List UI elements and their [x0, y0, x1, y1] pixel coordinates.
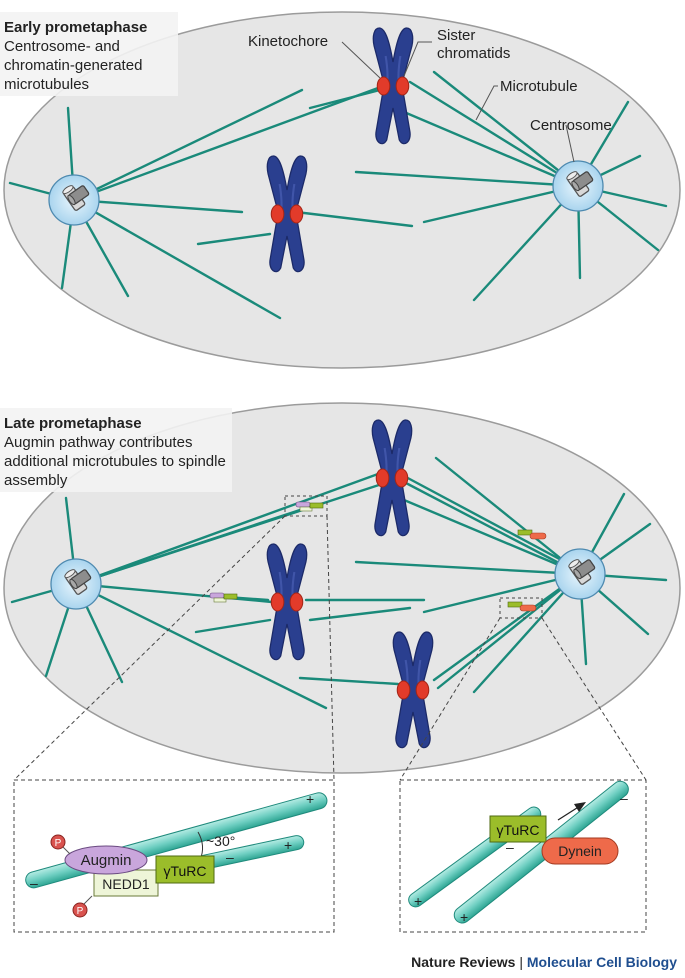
microtubule [308, 88, 382, 110]
gturc-box-right [489, 815, 547, 843]
dynein-branch-mini [507, 601, 537, 612]
dynein-branch-mini [517, 529, 547, 540]
microtubule [294, 210, 414, 228]
microtubule [308, 606, 412, 622]
centrosome-left-late [50, 558, 102, 610]
late-caption-backdrop [0, 408, 232, 492]
angle-label: ~30° [206, 833, 235, 849]
movement-arrow [557, 805, 581, 821]
inset-augmin: ~30° NEDD1 γTuRC Augmin P P + – + – [13, 779, 335, 933]
journal-separator: | [519, 954, 523, 970]
microtubule [422, 572, 582, 614]
microtubule [74, 482, 384, 586]
phospho-top [50, 834, 66, 850]
microtubule [298, 676, 400, 686]
early-prometaphase-panel: Kinetochore Sister chromatids Microtubul… [0, 11, 681, 369]
journal-name: Nature Reviews [411, 954, 516, 970]
early-caption: Early prometaphase Centrosome- and chrom… [4, 18, 264, 94]
microtubule [74, 582, 328, 710]
centrosome-label: Centrosome [530, 117, 612, 134]
microtubule [402, 110, 580, 188]
microtubule [432, 70, 580, 188]
microtubule [436, 572, 582, 690]
subjournal-name: Molecular Cell Biology [526, 954, 677, 970]
microtubule [434, 456, 582, 576]
inset-dynein: γTuRC Dynein + + – – [399, 779, 647, 933]
microtubule-label: Microtubule [500, 78, 578, 95]
minus-end-main: – [30, 875, 38, 891]
late-caption: Late prometaphase Augmin pathway contrib… [4, 414, 264, 490]
phospho-bottom-label: P [77, 906, 84, 917]
microtubule [72, 198, 244, 214]
plus-end-a: + [414, 893, 422, 909]
dynein-motor [541, 837, 619, 865]
gturc-label-left: γTuRC [163, 863, 206, 879]
zoom-box-augmin [284, 495, 328, 517]
cell-outline-early [3, 11, 681, 369]
microtubule [74, 472, 380, 586]
gturc-box-left [155, 855, 215, 884]
gturc-label-right: γTuRC [496, 822, 539, 838]
minus-end-a: – [506, 839, 514, 855]
microtubule [402, 474, 582, 572]
plus-end-branch: + [284, 837, 292, 853]
late-title: Late prometaphase [4, 415, 142, 432]
microtubule [72, 198, 282, 320]
microtubule [432, 572, 582, 682]
centrosome-right-late [554, 548, 606, 600]
microtubule [472, 572, 582, 694]
nedd1-label: NEDD1 [102, 876, 150, 892]
augmin-label: Augmin [81, 852, 132, 869]
minus-end-branch: – [226, 849, 234, 865]
microtubule [402, 480, 582, 576]
late-prometaphase-panel [0, 402, 681, 781]
zoom-box-dynein [499, 597, 543, 619]
journal-footer: Nature Reviews | Molecular Cell Biology [411, 954, 677, 970]
microtubule [196, 232, 272, 246]
microtubule [72, 88, 304, 202]
augmin-complex [64, 845, 148, 875]
microtubule [354, 560, 582, 576]
microtubule [472, 184, 580, 302]
phospho-top-label: P [55, 838, 62, 849]
cell-outline-late [3, 402, 681, 774]
late-subtitle: Augmin pathway contributes additional mi… [4, 434, 226, 489]
early-subtitle: Centrosome- and chromatin-generated micr… [4, 38, 143, 93]
zoom-leader-lines [13, 515, 647, 781]
microtubule [194, 618, 272, 634]
microtubule [408, 80, 580, 188]
centrosome-right-early [552, 160, 604, 212]
microtubules-late [10, 456, 668, 710]
movement-arrow-head [574, 802, 586, 812]
dynein-label: Dynein [558, 843, 602, 859]
callout-lines-early [341, 41, 575, 163]
kinetochore-label: Kinetochore [248, 33, 328, 50]
plus-end-b: + [460, 909, 468, 925]
early-title: Early prometaphase [4, 19, 148, 36]
sister-chromatids-label-line2: chromatids [437, 45, 510, 62]
microtubule [422, 184, 580, 224]
sister-chromatids-label-line1: Sister [437, 27, 475, 44]
early-caption-backdrop [0, 12, 178, 96]
microtubule [354, 170, 580, 188]
microtubule [72, 86, 380, 202]
phospho-bottom [72, 902, 88, 918]
plus-end-main: + [306, 791, 314, 807]
microtubule [402, 498, 582, 576]
phospho-link [83, 895, 93, 905]
phospho-link [61, 845, 71, 855]
minus-end-b: – [620, 790, 628, 806]
centrosome-left-early [48, 174, 100, 226]
